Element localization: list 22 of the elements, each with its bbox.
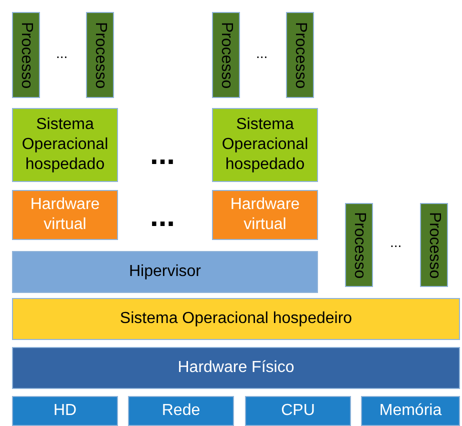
process-box: Processo xyxy=(345,203,373,287)
virtual-hardware-box: Hardware virtual xyxy=(212,190,318,240)
ellipsis-text: ... xyxy=(150,138,176,172)
device-box: HD xyxy=(12,396,118,426)
process-box: Processo xyxy=(420,203,448,287)
device-box: Memória xyxy=(361,396,460,426)
ellipsis-text: ... xyxy=(56,45,68,61)
process-box: Processo xyxy=(86,12,114,98)
virtual-hardware-box: Hardware virtual xyxy=(12,190,118,240)
hypervisor-bar: Hipervisor xyxy=(12,251,318,293)
device-box: CPU xyxy=(245,396,351,426)
process-box: Processo xyxy=(12,12,40,98)
process-box: Processo xyxy=(212,12,240,98)
guest-os-box: Sistema Operacional hospedado xyxy=(12,108,118,182)
physical-hardware-bar: Hardware Físico xyxy=(12,347,460,389)
process-box: Processo xyxy=(286,12,314,98)
device-box: Rede xyxy=(128,396,234,426)
guest-os-box: Sistema Operacional hospedado xyxy=(212,108,318,182)
host-os-bar: Sistema Operacional hospedeiro xyxy=(12,298,460,340)
ellipsis-text: ... xyxy=(390,234,402,250)
ellipsis-text: ... xyxy=(150,200,176,234)
ellipsis-text: ... xyxy=(256,45,268,61)
